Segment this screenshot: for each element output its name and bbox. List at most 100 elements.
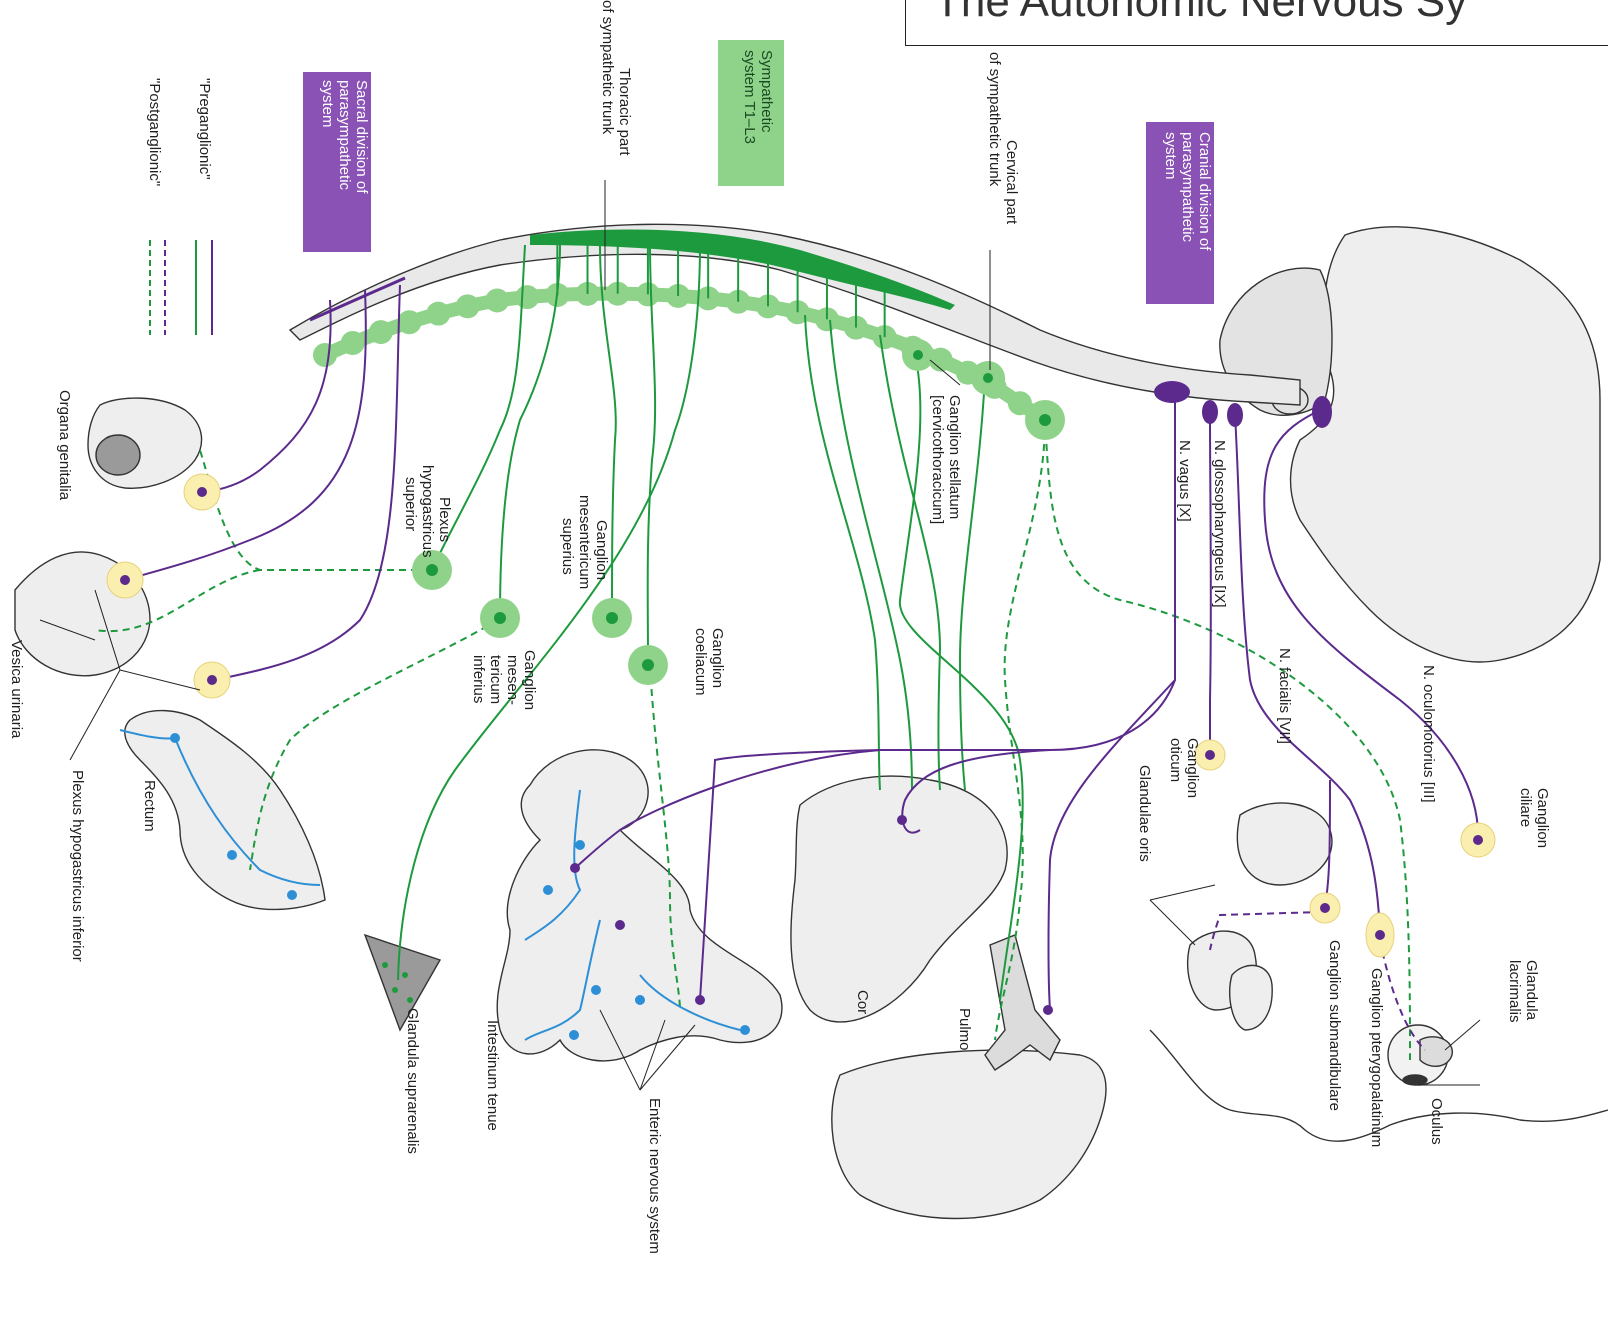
nucleus-vagus [1154, 381, 1190, 403]
sympathetic-trunk [313, 229, 1057, 432]
page-title: The Autonomic Nervous Sy [934, 0, 1468, 26]
label-ganglion-stellatum-1: Ganglion stellatum [946, 395, 963, 519]
sacral-fiber-bladder [124, 289, 367, 581]
label-ganglion-pterygopalatinum: Ganglion pterygopalatinum [1368, 968, 1385, 1147]
ganglion-plexus-hyp-sup [412, 550, 452, 590]
n-oculomotorius-fiber [1263, 409, 1479, 836]
label-plexus-hyp-sup-1: Plexus [436, 497, 453, 542]
fiber-to-plexus-hyp-sup [431, 244, 526, 571]
paravertebral-ganglion [455, 294, 480, 319]
label-ganglion-mes-sup-2: mesentericum [576, 495, 593, 589]
label-intestinum-tenue: Intestinum tenue [484, 1020, 501, 1131]
vagal-intramural-ganglia [570, 815, 1053, 1015]
label-ganglion-mes-inf-4: inferius [470, 655, 487, 703]
n-facialis-fiber [1234, 414, 1381, 936]
enteric-fiber-1 [524, 789, 582, 941]
spinal-cord [288, 223, 1301, 406]
label-oculus: Oculus [1428, 1098, 1445, 1145]
label-glandula-suprarenalis: Glandula suprarenalis [404, 1008, 421, 1154]
post-hyp-sup-to-pelvis [199, 449, 430, 571]
fiber-to-ganglion-coeliacum [646, 244, 657, 661]
label-plexus-hyp-inf: Plexus hypogastricus inferior [69, 770, 86, 962]
sacral-fiber-genital [204, 299, 332, 493]
heart-cor [790, 775, 1008, 1023]
enteric-fiber-rectum [119, 729, 321, 886]
cranial-division-box [1146, 122, 1214, 304]
organ-outlines [14, 223, 1608, 1220]
leader-lines [39, 180, 1481, 1091]
nucleus-oculomotorius [1312, 396, 1332, 428]
face-profile [1149, 1029, 1608, 1142]
fiber-to-adrenal [397, 244, 701, 981]
enteric-fiber-2 [524, 919, 601, 1041]
label-ganglion-mes-inf-1: Ganglion [521, 650, 538, 710]
sacral-box-line-1: Sacral division of [353, 80, 370, 194]
label-ganglion-oticum-2: oticum [1167, 738, 1184, 782]
paravertebral-ganglion [313, 343, 337, 367]
paravertebral-ganglion [928, 347, 953, 372]
division-boxes: Sacral division of parasympathetic syste… [303, 40, 1214, 304]
n-vagus-to-intestine [574, 749, 881, 869]
fiber-cervical-to-heart-2 [829, 319, 913, 791]
fiber-cervical-to-heart-4 [958, 374, 986, 791]
ganglion-coeliacum [628, 645, 668, 685]
label-ganglion-mes-sup-3: superius [559, 518, 576, 575]
n-glossopharyngeus-fiber [1209, 414, 1212, 745]
ganglion-pelvic-bladder [106, 561, 144, 599]
label-ganglion-mes-inf-2: mesen- [504, 655, 521, 705]
ganglion-mesentericum-superius [592, 598, 632, 638]
parasympathetic-preganglionic [124, 276, 1479, 1011]
fiber-cervical-to-heart-3 [879, 334, 942, 791]
label-thoracic-part-2: of sympathetic trunk [599, 0, 616, 135]
cranial-box-line-1: Cranial division of [1196, 132, 1213, 251]
sympathetic-system-box [718, 40, 784, 186]
n-vagus-fiber [699, 400, 1177, 1001]
nucleus-facialis [1227, 403, 1243, 427]
label-n-oculomotorius: N. oculomotorius [III] [1420, 665, 1437, 803]
ganglion-pelvic-rectum [193, 661, 231, 699]
label-ganglion-ciliare-1: Ganglion [1534, 788, 1551, 848]
enteric-ganglia [170, 733, 750, 1040]
fiber-stellate-to-lung [898, 354, 1024, 1001]
glandula-suprarenalis-shape [363, 933, 442, 1032]
lateral-horn-t1-l3 [530, 229, 955, 310]
sacral-box-line-3: system [319, 80, 336, 128]
label-glandula-lacrimalis-2: lacrimalis [1506, 960, 1523, 1023]
label-plexus-hyp-sup-3: superior [402, 477, 419, 531]
sacral-fiber-rectum [214, 284, 401, 681]
label-ganglion-ciliare-2: ciliare [1517, 788, 1534, 827]
paravertebral-ganglion [485, 288, 510, 313]
paravertebral-ganglion [397, 310, 422, 335]
label-ganglion-coeliacum-2: coeliacum [692, 628, 709, 696]
sacral-ramus [309, 276, 406, 322]
n-vagus-to-heart [901, 749, 1051, 834]
enteric-nervous-system-fibers [119, 729, 741, 1041]
paravertebral-ganglion [368, 320, 393, 345]
ganglion-mesentericum-inferius [480, 598, 520, 638]
sympathetic-box-line-1: Sympathetic [758, 50, 775, 133]
n-vagus-to-lung [1047, 679, 1176, 1011]
label-n-vagus: N. vagus [X] [1176, 440, 1193, 522]
label-thoracic-part-1: Thoracic part [616, 68, 633, 156]
post-cervical-to-lung [994, 419, 1046, 1041]
legend-postganglionic-label: "Postganglionic" [146, 78, 163, 186]
label-glandulae-oris: Glandulae oris [1136, 765, 1153, 862]
legend: "Preganglionic" "Postganglionic" [146, 78, 213, 335]
paravertebral-ganglion [340, 331, 365, 356]
label-cervical-part-2: of sympathetic trunk [986, 52, 1003, 187]
post-submand-to-glands [1209, 911, 1323, 951]
label-ganglion-mes-sup-1: Ganglion [593, 520, 610, 580]
label-plexus-hyp-sup-2: hypogastricus [419, 465, 436, 558]
glandula-lacrimalis-shape [1419, 1036, 1453, 1067]
ganglion-oticum [1194, 739, 1226, 771]
fiber-cervical-to-heart-1 [804, 314, 881, 791]
ganglion-pelvic-genital [183, 473, 221, 511]
paravertebral-ganglion [515, 285, 540, 310]
nerve-fibers [94, 238, 1479, 1061]
oculus-pupil [1402, 1074, 1428, 1086]
post-cervical-to-eye [1044, 419, 1411, 1061]
ganglion-cervicale-medium [971, 361, 1005, 395]
glandula-parotis [1236, 802, 1333, 886]
